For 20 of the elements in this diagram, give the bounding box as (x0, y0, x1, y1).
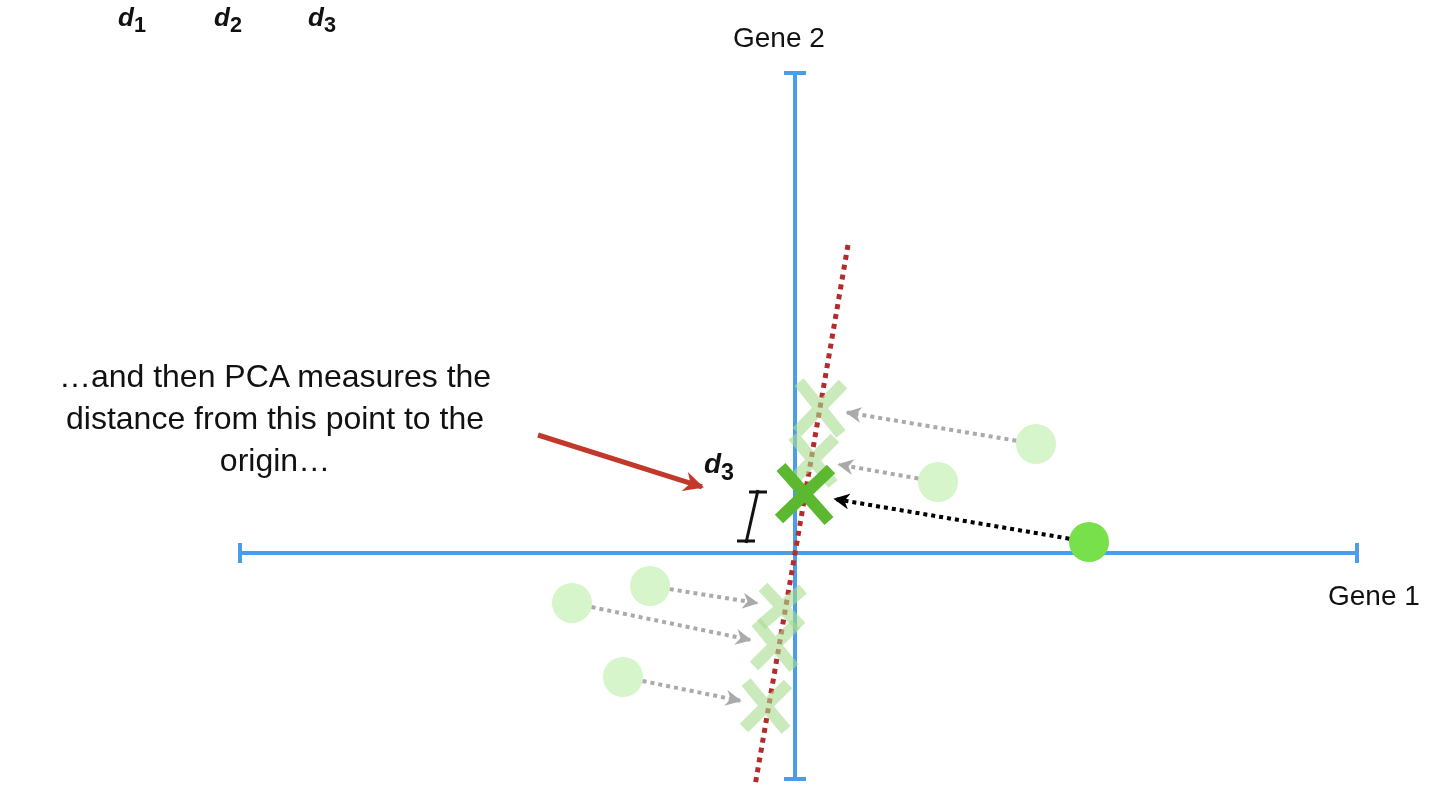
arrow (837, 459, 919, 481)
data-point (603, 657, 643, 697)
callout-text: …and then PCA measures the distance from this point to the origin… (57, 357, 493, 480)
data-point (630, 566, 670, 606)
arrow (845, 407, 1017, 443)
arrow (591, 605, 752, 645)
arrow (642, 679, 742, 706)
arrow (833, 493, 1070, 541)
arrow (669, 587, 759, 609)
data-point (1016, 424, 1056, 464)
distance-label: d$_{3}$ (704, 448, 735, 486)
axis-label: Gene 1 (1328, 580, 1420, 612)
distance-label: d$_{3}$ (308, 2, 336, 39)
data-point (1069, 522, 1109, 562)
data-point (552, 583, 592, 623)
distance-label: d$_{2}$ (214, 2, 242, 39)
distance-label: d$_{1}$ (118, 2, 146, 39)
arrow (537, 432, 704, 491)
data-point (918, 462, 958, 502)
axis-label: Gene 2 (733, 22, 825, 54)
